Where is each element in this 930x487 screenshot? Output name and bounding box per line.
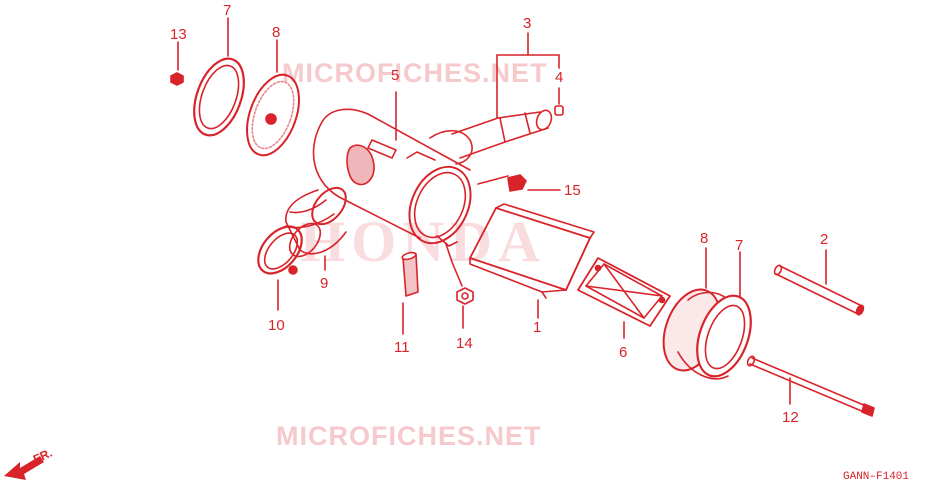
callout-3: 3: [523, 15, 532, 32]
part-7-ring-top: [193, 17, 245, 137]
callout-9: 9: [320, 275, 329, 292]
callout-12: 12: [782, 409, 799, 426]
callout-2: 2: [820, 231, 829, 248]
callout-5: 5: [391, 67, 400, 84]
diagram-code: GANN–F1401: [843, 471, 910, 483]
brand-watermark: HONDA: [300, 209, 546, 274]
part-8-filter-disc-top: [246, 39, 300, 157]
fr-direction-arrow: [4, 456, 44, 480]
callout-13: 13: [170, 26, 187, 43]
callout-7-right: 7: [735, 237, 744, 254]
callout-8-right: 8: [700, 230, 709, 247]
part-2-rod: [773, 249, 865, 316]
callout-11: 11: [394, 339, 410, 356]
part-1-filter-element: [469, 203, 595, 319]
callout-6: 6: [619, 344, 628, 361]
part-12-long-bolt: [746, 355, 875, 417]
callout-10: 10: [268, 317, 285, 334]
callout-1: 1: [533, 319, 542, 336]
callout-8-top: 8: [272, 24, 281, 41]
callout-7-top: 7: [223, 2, 232, 19]
part-3-connecting-tube: [429, 32, 560, 165]
watermark-bottom: MICROFICHES.NET: [276, 421, 542, 451]
part-11-drain-tube: [401, 251, 419, 335]
callout-15: 15: [564, 182, 581, 199]
callout-4: 4: [555, 69, 564, 86]
part-6-bracket: [577, 257, 671, 339]
part-14-nut: [445, 243, 474, 329]
part-7-ring-right: [677, 251, 752, 380]
part-15-bolt: [477, 174, 561, 192]
part-4-clip: [554, 87, 564, 116]
part-9-connector-tube: [285, 186, 347, 271]
part-5-air-cleaner-case: [312, 91, 472, 247]
part-13-nut: [170, 41, 184, 86]
part-10-hose-clamp: [257, 225, 303, 311]
watermark-top: MICROFICHES.NET: [282, 58, 548, 88]
callout-14: 14: [456, 335, 473, 352]
